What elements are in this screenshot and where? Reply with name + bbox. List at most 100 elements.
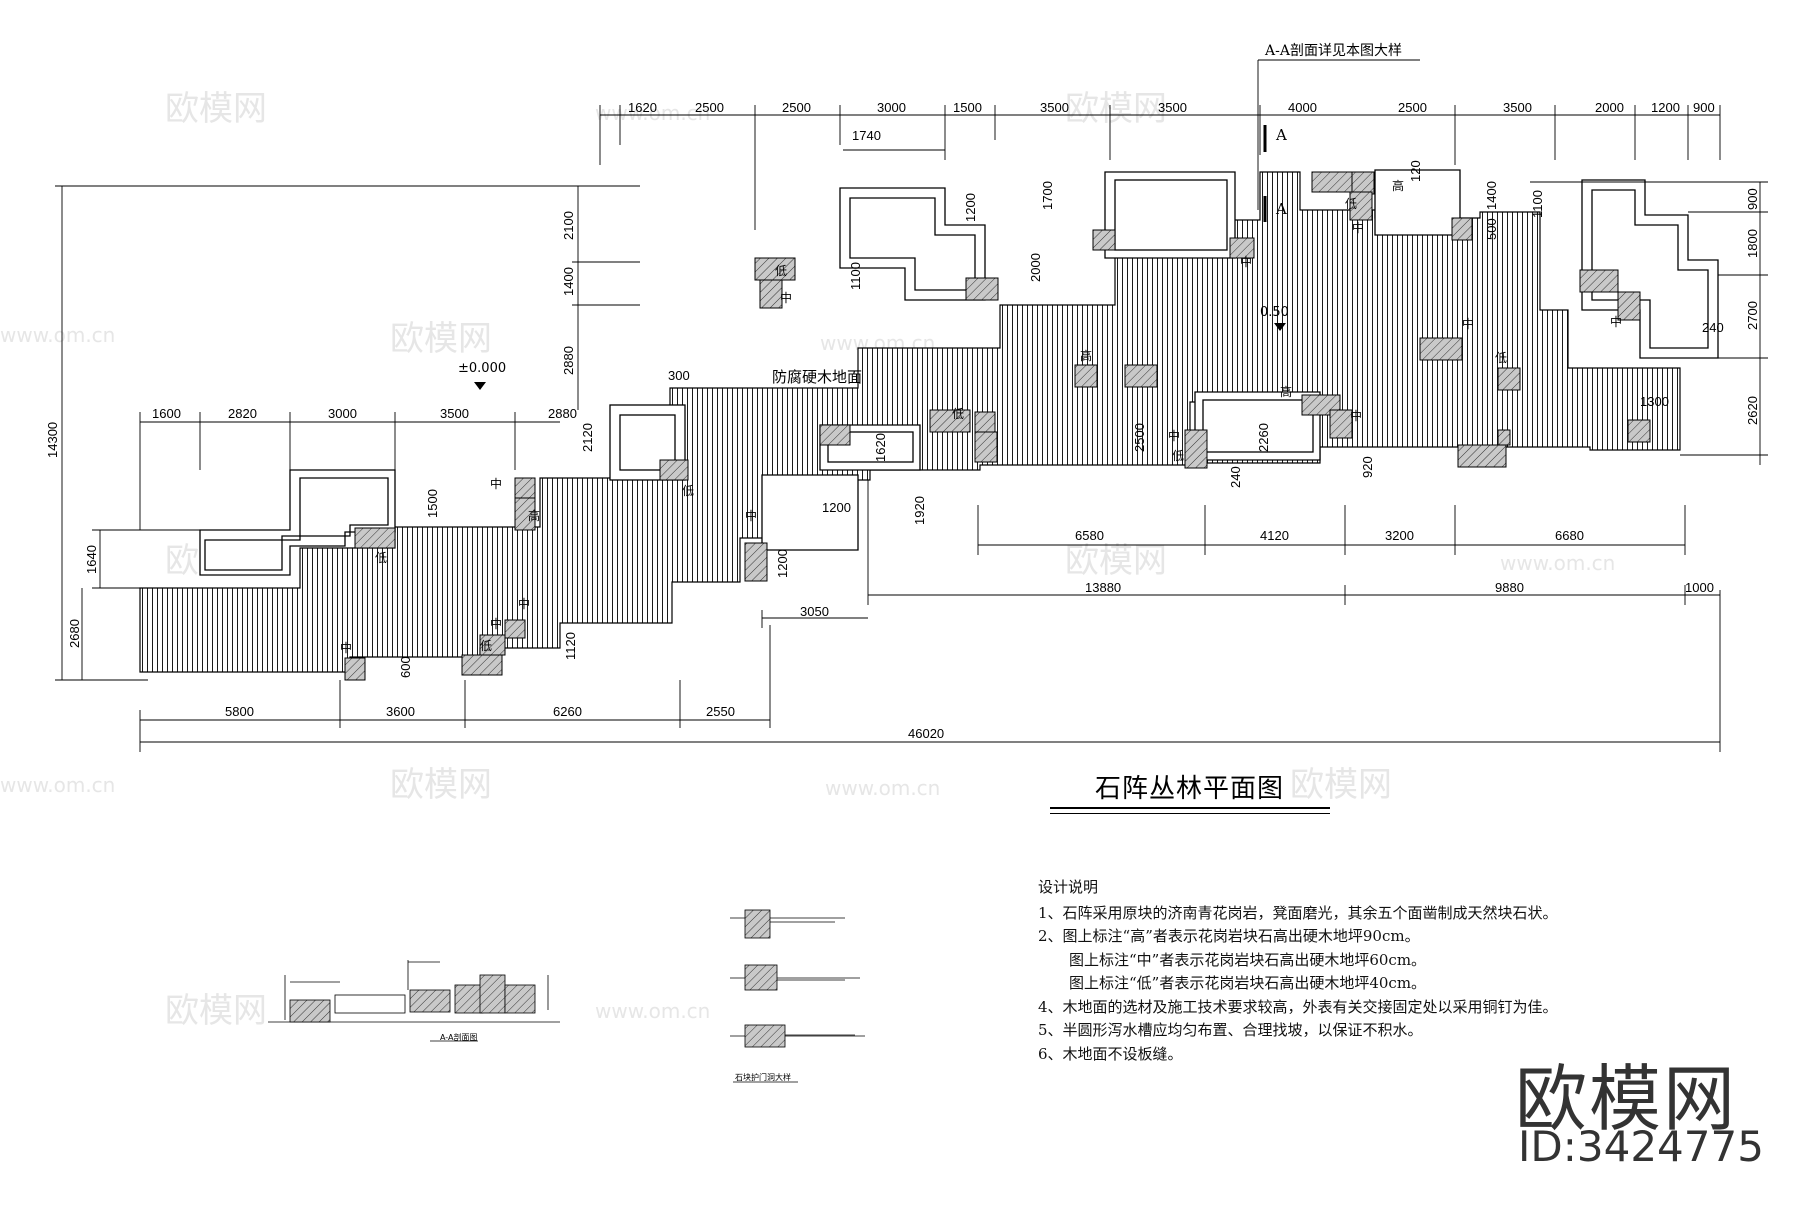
watermark: 欧模网 — [165, 991, 267, 1031]
watermark-url: www.om.cn — [595, 999, 710, 1023]
dim-inner: 2120 — [580, 423, 595, 452]
dim-vertical-left: 1640 — [84, 545, 99, 574]
dim-inner: 240 — [1228, 466, 1243, 488]
annotations: A-A剖面详见本图大样 A A ±0.000 0.50 防腐硬木地面 — [458, 43, 1402, 386]
watermark: 欧模网 — [390, 319, 492, 359]
stone-tag-low: 低 — [1345, 197, 1357, 211]
notes-line: 6、木地面不设板缝。 — [1038, 1044, 1183, 1063]
wood-deck — [139, 171, 1681, 673]
dim-labels-mid: 6580 4120 3200 6680 13880 9880 1000 — [1075, 528, 1714, 595]
dim-inner: 2880 — [561, 346, 576, 375]
dim-inner: 500 — [1484, 218, 1499, 240]
granite-stones — [344, 171, 1651, 681]
dim-vertical-right: 2620 — [1745, 396, 1760, 425]
dim-top: 2500 — [695, 100, 724, 115]
stone-tag-high: 高 — [1080, 348, 1092, 363]
floor-label: 防腐硬木地面 — [772, 368, 862, 386]
dim-mid: 9880 — [1495, 580, 1524, 595]
dim-bottom: 5800 — [225, 704, 254, 719]
brand-logo: 欧模网 — [1515, 1057, 1738, 1141]
stone-tag-low: 低 — [375, 551, 387, 565]
level-mark: 0.50 — [1260, 305, 1289, 320]
stone-tag-high: 高 — [528, 508, 540, 523]
dim-inner: 1500 — [425, 489, 440, 518]
stone-tag-mid: 中 — [490, 616, 502, 631]
section-mark: A — [1275, 126, 1287, 144]
dim-top: 3500 — [1040, 100, 1069, 115]
notes-line: 1、石阵采用原块的济南青花岗岩，凳面磨光，其余五个面凿制成天然块石状。 — [1038, 903, 1558, 922]
watermark: 欧模网 — [1290, 765, 1392, 805]
dim-inner: 1400 — [1484, 181, 1499, 210]
stone-tag-mid: 中 — [1352, 220, 1364, 235]
stone-tag-mid: 中 — [340, 640, 352, 655]
dim-inner: 1200 — [963, 193, 978, 222]
dim-inner: 1400 — [561, 267, 576, 296]
dim-inner: 1200 — [775, 549, 790, 578]
notes-line: 5、半圆形泻水槽应均匀布置、合理找坡，以保证不积水。 — [1038, 1021, 1423, 1039]
watermark-url: www.om.cn — [1500, 551, 1615, 575]
dim-bottom: 3600 — [386, 704, 415, 719]
detail-drawing-label: 石块护门洞大样 — [735, 1072, 791, 1082]
dim-left-top: 2880 — [548, 406, 577, 421]
dim-labels-bottom: 5800 3600 6260 2550 46020 — [225, 704, 944, 741]
dim-inner: 1920 — [912, 496, 927, 525]
dim-labels-inner: 1740 1200 1700 2000 2100 1400 2880 1100 … — [398, 128, 1724, 678]
stone-tag-low: 低 — [952, 407, 964, 421]
dim-labels-vertical: 14300 2680 1640 900 1800 2700 2620 — [45, 188, 1760, 648]
dim-inner: 1620 — [873, 433, 888, 462]
dim-inner: 300 — [668, 368, 690, 383]
section-callout: A-A剖面详见本图大样 — [1264, 43, 1402, 59]
stone-tag-high: 高 — [1280, 384, 1292, 399]
dim-inner: 1740 — [852, 128, 881, 143]
dim-vertical-right: 1800 — [1745, 229, 1760, 258]
dim-top: 900 — [1693, 100, 1715, 115]
dim-mid: 13880 — [1085, 580, 1121, 595]
stone-tag-low: 低 — [480, 639, 492, 653]
dim-total: 46020 — [908, 726, 944, 741]
dim-inner: 2100 — [561, 211, 576, 240]
dim-inner: 1200 — [822, 500, 851, 515]
watermark: 欧模网 — [390, 765, 492, 805]
dim-top: 4000 — [1288, 100, 1317, 115]
dim-left-top: 3000 — [328, 406, 357, 421]
dim-top: 3500 — [1503, 100, 1532, 115]
dim-inner: 1120 — [563, 632, 578, 660]
watermark-url: www.om.cn — [0, 773, 115, 797]
notes-title: 设计说明 — [1038, 878, 1099, 896]
dim-vertical-right: 900 — [1745, 188, 1760, 210]
dim-bottom: 2550 — [706, 704, 735, 719]
stone-tag-mid: 中 — [1462, 316, 1474, 331]
stone-tag-mid: 中 — [518, 596, 530, 611]
stone-tags: 低 中 高 低 中 中 高 低 中 中 低 中 中 低 高 中 低 中 高 低 … — [340, 178, 1622, 655]
watermark-url: www.om.cn — [0, 323, 115, 347]
watermark-url: www.om.cn — [595, 101, 710, 125]
dim-inner: 120 — [1408, 160, 1423, 182]
section-mark: A — [1275, 200, 1287, 218]
dim-top: 3500 — [1158, 100, 1187, 115]
plan-title: 石阵丛林平面图 — [1095, 774, 1285, 804]
dim-left-top: 1600 — [152, 406, 181, 421]
dim-inner: 920 — [1360, 456, 1375, 478]
watermark: 欧模网 — [1065, 89, 1167, 129]
dim-mid: 4120 — [1260, 528, 1289, 543]
dim-top: 2500 — [782, 100, 811, 115]
dim-inner: 600 — [398, 656, 413, 678]
dim-inner: 1100 — [1530, 190, 1545, 218]
design-notes: 设计说明 1、石阵采用原块的济南青花岗岩，凳面磨光，其余五个面凿制成天然块石状。… — [1038, 876, 1758, 1066]
stone-tag-low: 低 — [1495, 351, 1507, 365]
dim-bottom: 6260 — [553, 704, 582, 719]
brand-id: ID:3424775 — [1518, 1122, 1764, 1171]
dim-mid: 6680 — [1555, 528, 1584, 543]
dim-inner: 2260 — [1256, 423, 1271, 452]
dim-inner: 3050 — [800, 604, 829, 619]
stone-tag-mid: 中 — [1350, 408, 1362, 423]
plan-title-underline — [1050, 807, 1330, 814]
dimension-lines — [55, 59, 1768, 752]
watermark-url: www.om.cn — [825, 776, 940, 800]
dim-top: 2000 — [1595, 100, 1624, 115]
notes-line: 2、图上标注“高”者表示花岗岩块石高出硬木地坪90cm。 — [1038, 927, 1420, 945]
stone-tag-high: 高 — [1392, 178, 1404, 193]
section-drawing — [268, 960, 560, 1042]
detail-drawing — [730, 909, 865, 1083]
